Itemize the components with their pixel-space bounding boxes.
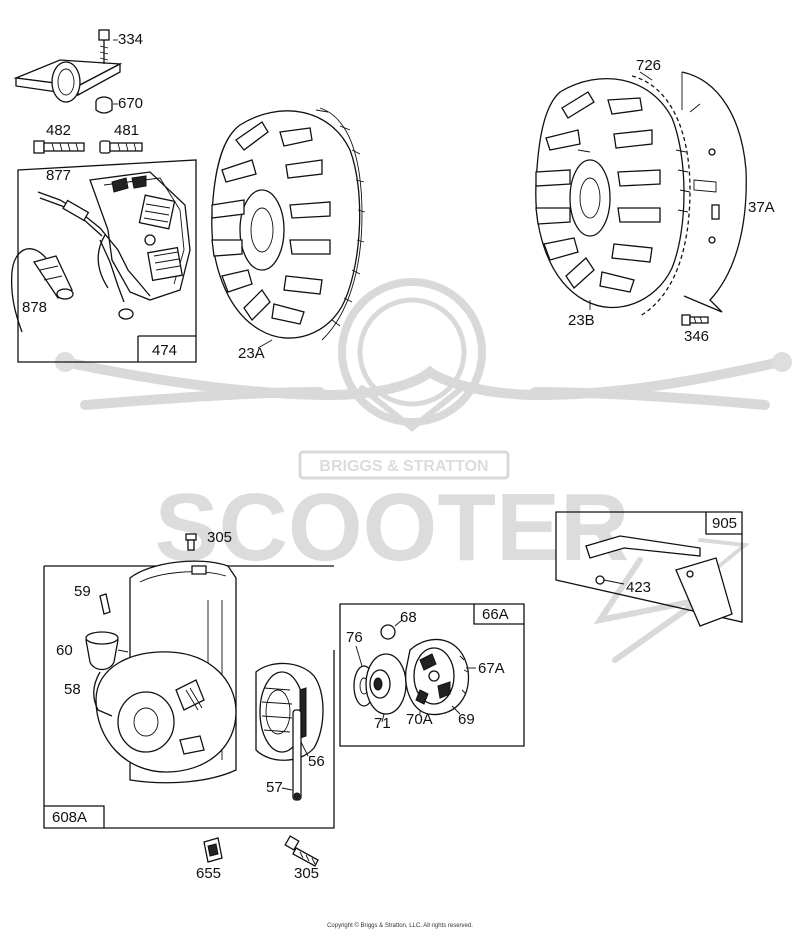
screw-346 (681, 314, 709, 326)
watermark-badge-text: BRIGGS & STRATTON (319, 458, 488, 475)
bolt-481 (99, 140, 143, 154)
flywheel-hub (239, 189, 285, 271)
starter-cup-56 (255, 662, 324, 761)
callout-334: 334 (118, 31, 143, 48)
bolt-482 (33, 140, 85, 154)
callout-58: 58 (64, 681, 81, 698)
baffle-kit-box: 905 423 (555, 511, 743, 627)
callout-482: 482 (46, 122, 71, 139)
callout-70A: 70A (406, 711, 433, 728)
baffle-strip (585, 535, 701, 559)
flywheel-23B-hub (569, 159, 611, 237)
callout-76: 76 (346, 629, 363, 646)
callout-608A: 608A (52, 809, 87, 826)
callout-878: 878 (22, 299, 47, 316)
callout-23A: 23A (238, 345, 265, 362)
ring-726 (631, 75, 691, 317)
ground-terminal (118, 308, 134, 320)
callout-68: 68 (400, 609, 417, 626)
copyright-notice: Copyright © Briggs & Stratton, LLC. All … (327, 922, 473, 929)
callout-57: 57 (266, 779, 283, 796)
pin-59 (99, 593, 111, 615)
screw-305-lower (284, 835, 319, 867)
callout-37A: 37A (748, 199, 775, 216)
starter-pulley (117, 691, 175, 753)
callout-905: 905 (712, 515, 737, 532)
flywheel-23B (535, 75, 691, 317)
watermark-brand-text: SCOOTER (155, 474, 630, 581)
callout-877: 877 (46, 167, 71, 184)
bolt-334-head (98, 29, 110, 41)
callout-305-lower: 305 (294, 865, 319, 882)
flywheel-23A (211, 107, 366, 341)
starter-rope-58 (93, 671, 113, 717)
callout-59: 59 (74, 583, 91, 600)
callout-23B: 23B (568, 312, 595, 329)
ground-wire-878 (10, 248, 74, 333)
spark-plug-boot (32, 255, 73, 299)
starter-handle-60 (85, 631, 129, 671)
watermark-right-knob (772, 352, 792, 372)
callout-670: 670 (118, 95, 143, 112)
callout-56: 56 (308, 753, 325, 770)
watermark: BRIGGS & STRATTON SCOOTER (55, 278, 792, 663)
screw-423 (595, 575, 605, 585)
callout-726: 726 (636, 57, 661, 74)
clip-655 (203, 837, 223, 863)
armature-kit-box: 474 877 (17, 159, 197, 363)
callout-346: 346 (684, 328, 709, 345)
clutch-kit-box: 66A 68 76 71 67A 70A 69 (339, 603, 525, 747)
screw-305-upper (185, 533, 197, 551)
bracket-wheel (51, 61, 81, 103)
callout-60: 60 (56, 642, 73, 659)
flywheel-screen-37A (681, 71, 747, 313)
callout-305-upper: 305 (207, 529, 232, 546)
rewind-starter (95, 651, 237, 773)
box-66A-outline (339, 603, 525, 747)
armature-coil-upper (138, 194, 176, 230)
callout-67A: 67A (478, 660, 505, 677)
baffle-plate (675, 557, 733, 627)
callout-66A: 66A (482, 606, 509, 623)
callout-655: 655 (196, 865, 221, 882)
kill-wire-877 (37, 191, 151, 297)
ignition-bracket-assembly (13, 29, 123, 114)
box-905-outline (555, 511, 743, 623)
screen-37A-outline (681, 71, 747, 313)
callout-474: 474 (152, 342, 177, 359)
callout-69: 69 (458, 711, 475, 728)
starter-bar-57 (292, 709, 302, 801)
box-474-outline (17, 159, 197, 363)
callout-71: 71 (374, 715, 391, 732)
callout-423: 423 (626, 579, 651, 596)
watermark-badge (298, 450, 510, 480)
ring-gear-teeth (315, 109, 366, 327)
ball-68 (380, 624, 396, 640)
callout-481: 481 (114, 122, 139, 139)
